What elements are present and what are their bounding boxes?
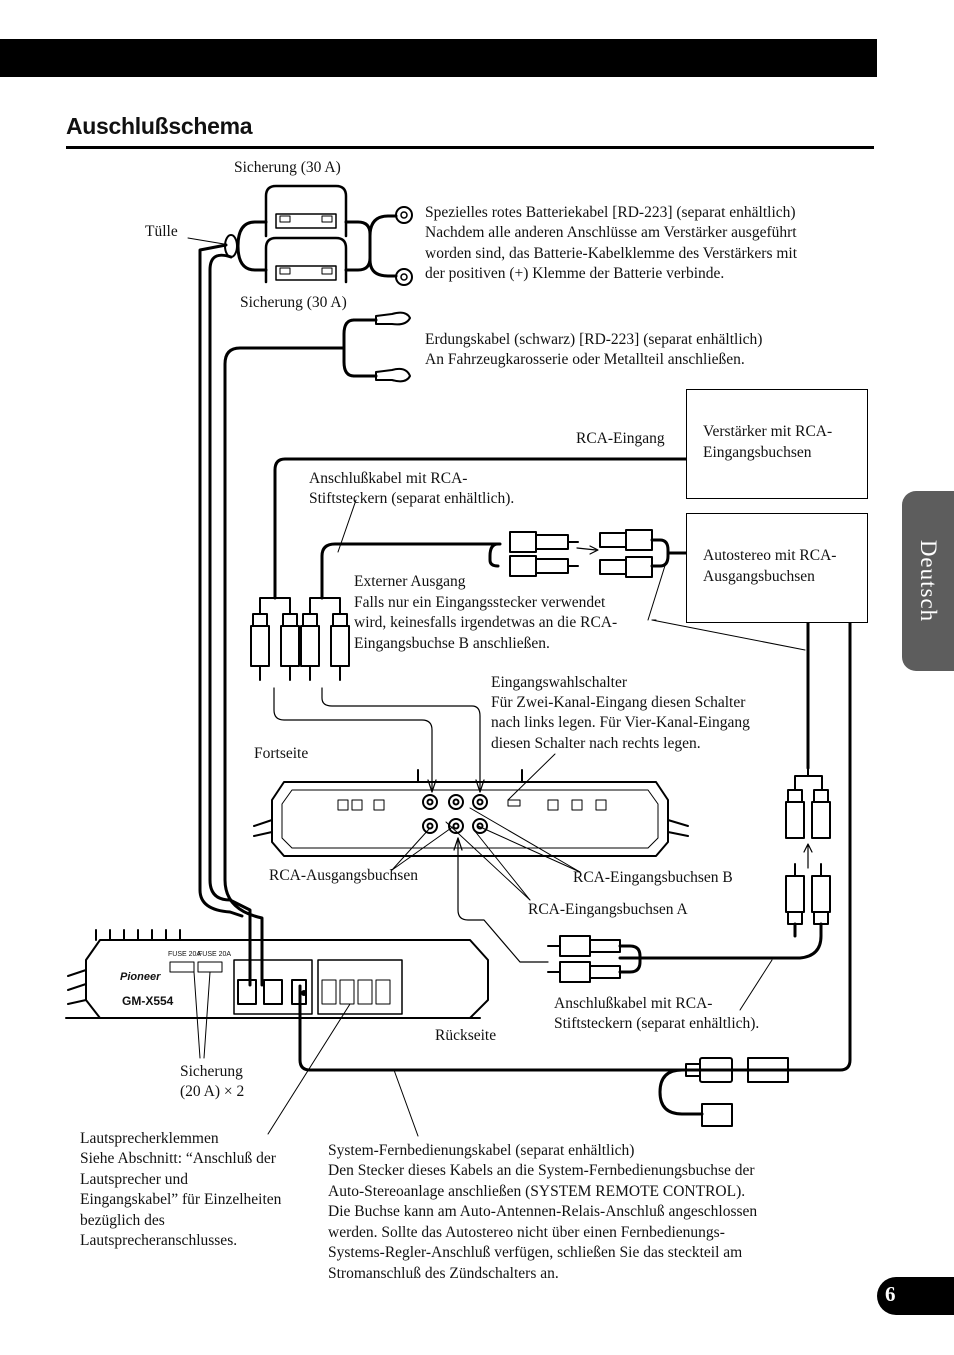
remote-cable-line-6: Systems-Regler-Anschluß verfügen, schlie… — [328, 1244, 743, 1261]
page-number-badge: 6 — [877, 1277, 954, 1315]
remote-cable-line-1: System-Fernbedienungskabel (separat enhä… — [328, 1142, 635, 1159]
front-side-label: Fortseite — [254, 745, 309, 762]
remote-cable-line-5: werden. Sollte das Autostereo nicht über… — [328, 1224, 725, 1241]
language-tab-label: Deutsch — [916, 539, 941, 623]
fuse-holder-top — [264, 184, 348, 238]
rca-cable-top-line-1: Anschlußkabel mit RCA- — [309, 470, 468, 487]
grommet-label: Tülle — [145, 223, 178, 240]
remote-cable-line-3: Auto-Stereoanlage anschließen (SYSTEM RE… — [328, 1183, 746, 1200]
external-output-line-1: Externer Ausgang — [354, 573, 466, 590]
stereo-box-line-2: Ausgangsbuchsen — [703, 567, 815, 585]
amp-front-panel — [253, 769, 689, 857]
fuse-bottom-label: Sicherung (30 A) — [240, 294, 347, 311]
rca-input-jacks-b-label: RCA-Eingangsbuchsen B — [573, 869, 733, 886]
amp-fuse-label-2: FUSE 20A — [198, 951, 232, 958]
speaker-terminals-line-1: Lautsprecherklemmen — [80, 1130, 219, 1147]
speaker-terminals-line-4: Eingangskabel” für Einzelheiten — [80, 1191, 282, 1208]
rca-cable-bottom-line-2: Stiftsteckern (separat enhältlich). — [554, 1015, 760, 1032]
speaker-terminals-line-6: Lautsprecheranschlusses. — [80, 1232, 238, 1249]
rca-input-label: RCA-Eingang — [576, 430, 665, 447]
amp-fuse-label-1: FUSE 20A — [168, 951, 202, 958]
speaker-terminals-line-2: Siehe Abschnitt: “Anschluß der — [80, 1150, 276, 1167]
input-selector-line-3: nach links legen. Für Vier-Kanal-Eingang — [491, 714, 750, 731]
rca-plugs-left — [250, 597, 350, 681]
ground-cable-line-2: An Fahrzeugkarosserie oder Metallteil an… — [425, 351, 745, 368]
battery-cable-line-2: Nachdem alle anderen Anschlüsse am Verst… — [425, 224, 797, 241]
title-rule — [66, 146, 874, 149]
amp-brand-logo: Pioneer — [120, 971, 161, 983]
header-bar — [0, 39, 877, 77]
amp-rca-box-line-1: Verstärker mit RCA- — [703, 423, 833, 440]
stereo-box: Autostereo mit RCA- Ausgangsbuchsen — [686, 513, 868, 623]
page-title: Auschlußschema — [66, 113, 253, 139]
speaker-terminals-line-3: Lautsprecher und — [80, 1171, 189, 1188]
amp-model-label: GM-X554 — [122, 994, 174, 1008]
battery-cable-line-1: Spezielles rotes Batteriekabel [RD-223] … — [425, 204, 796, 221]
external-output-line-3: wird, keinesfalls irgendetwas an die RCA… — [354, 614, 618, 631]
battery-cable-line-3: worden sind, das Batterie-Kabelklemme de… — [425, 245, 798, 262]
fuse-small-line-2: (20 A) × 2 — [180, 1083, 245, 1100]
speaker-terminals-line-5: bezüglich des — [80, 1212, 165, 1229]
amp-rca-box: Verstärker mit RCA- Eingangsbuchsen — [686, 389, 868, 499]
rca-output-jacks-label: RCA-Ausgangsbuchsen — [269, 867, 418, 884]
rca-input-jacks-a-label: RCA-Eingangsbuchsen A — [528, 901, 688, 918]
external-output-line-2: Falls nur ein Eingangsstecker verwendet — [354, 594, 606, 611]
rca-cable-top-line-2: Stiftsteckern (separat enhältlich). — [309, 490, 515, 507]
language-tab[interactable]: Deutsch — [902, 491, 954, 671]
remote-cable-line-2: Den Stecker dieses Kabels an die System-… — [328, 1162, 755, 1179]
input-selector-line-1: Eingangswahlschalter — [491, 674, 628, 691]
input-selector-line-4: diesen Schalter nach rechts legen. — [491, 735, 701, 752]
fuse-small-line-1: Sicherung — [180, 1063, 243, 1080]
rca-cable-bottom-line-1: Anschlußkabel mit RCA- — [554, 995, 713, 1012]
remote-cable-line-7: Stromanschluß des Zündschalters an. — [328, 1265, 559, 1282]
fuse-holder-bottom — [264, 236, 348, 284]
stereo-box-line-1: Autostereo mit RCA- — [703, 547, 837, 564]
remote-cable-line-4: Die Buchse kann am Auto-Antennen-Relais-… — [328, 1203, 758, 1220]
rear-side-label: Rückseite — [435, 1027, 497, 1044]
ground-cable-line-1: Erdungskabel (schwarz) [RD-223] (separat… — [425, 331, 763, 348]
external-output-line-4: Eingangsbuchse B anschließen. — [354, 635, 550, 652]
input-selector-line-2: Für Zwei-Kanal-Eingang diesen Schalter — [491, 694, 746, 711]
fuse-top-label: Sicherung (30 A) — [234, 159, 341, 176]
battery-cable-line-4: der positiven (+) Klemme der Batterie ve… — [425, 265, 725, 282]
page-number: 6 — [885, 1282, 896, 1306]
amp-rear-body — [65, 929, 489, 1019]
amp-rca-box-line-2: Eingangsbuchsen — [703, 443, 812, 461]
